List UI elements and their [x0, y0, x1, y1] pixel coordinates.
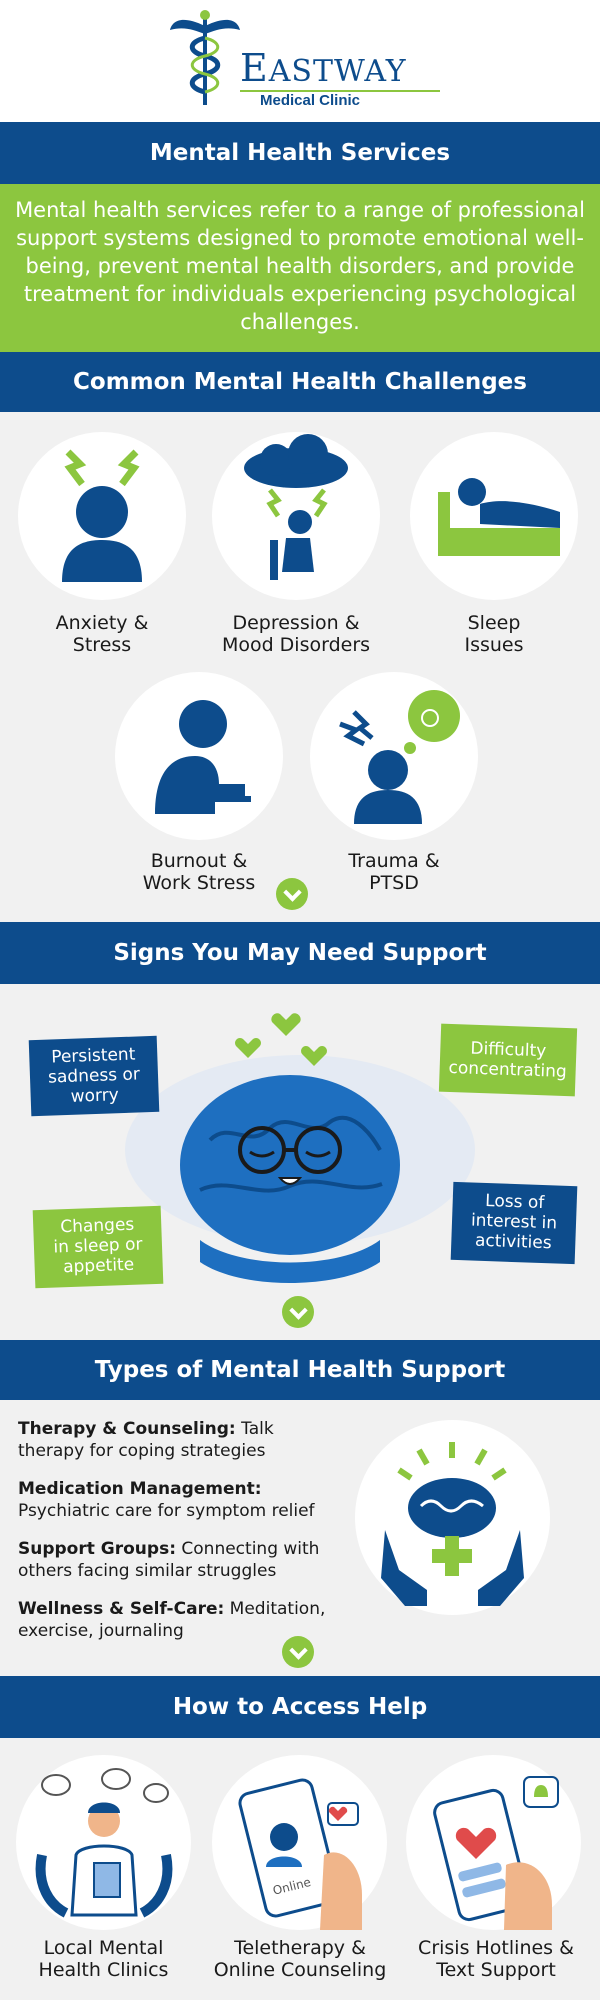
phone-video-call-icon: Online: [238, 1778, 362, 1930]
storm-cloud-icon: [244, 434, 348, 580]
teletherapy-circle: Online: [212, 1755, 387, 1930]
hotline-circle: [406, 1755, 581, 1930]
access-label-teletherapy: Teletherapy &Online Counseling: [213, 1937, 387, 1981]
intro-title: Mental Health Services: [0, 122, 600, 184]
support-medication: Medication Management:Psychiatric care f…: [18, 1479, 315, 1521]
sleep-circle: [410, 432, 578, 600]
phone-heart-icon: [433, 1776, 559, 1930]
doctor-clipboard-icon: [35, 1768, 173, 1918]
depression-circle: [212, 432, 380, 600]
brain-mascot-illustration: [125, 1013, 475, 1283]
clinic-subtitle: Medical Clinic: [260, 92, 361, 109]
challenge-label-depression: Depression &Mood Disorders: [221, 612, 371, 656]
chevron-down-icon: [282, 1296, 314, 1328]
chevron-down-icon: [276, 878, 308, 910]
challenge-label-anxiety: Anxiety &Stress: [55, 612, 149, 656]
chevron-down-icon: [282, 1636, 314, 1668]
support-circle: [355, 1420, 550, 1615]
clinic-logo: EASTWAY Medical Clinic: [170, 8, 450, 113]
caduceus-icon: [170, 10, 240, 105]
anxiety-person-icon: [62, 449, 142, 582]
tired-worker-icon: [155, 700, 251, 814]
challenges-title: Common Mental Health Challenges: [0, 352, 600, 412]
clinic-name: EASTWAY: [240, 46, 407, 90]
trauma-person-icon: [339, 690, 460, 824]
anxiety-circle: [18, 432, 186, 600]
burnout-circle: [115, 672, 283, 840]
signs-title: Signs You May Need Support: [0, 922, 600, 984]
intro-text: Mental health services refer to a range …: [0, 184, 600, 352]
challenge-label-trauma: Trauma &PTSD: [348, 850, 440, 894]
logo-underline: [240, 90, 440, 92]
support-wellness: Wellness & Self-Care: Meditation,exercis…: [18, 1599, 326, 1641]
access-title: How to Access Help: [0, 1676, 600, 1738]
header: EASTWAY Medical Clinic: [0, 0, 600, 122]
brain-hands-icon: [381, 1442, 524, 1606]
types-title: Types of Mental Health Support: [0, 1340, 600, 1400]
clinic-circle: [16, 1755, 191, 1930]
sleeping-person-icon: [438, 478, 560, 556]
challenge-label-burnout: Burnout &Work Stress: [142, 850, 256, 894]
access-label-hotlines: Crisis Hotlines &Text Support: [418, 1937, 574, 1981]
trauma-circle: [310, 672, 478, 840]
